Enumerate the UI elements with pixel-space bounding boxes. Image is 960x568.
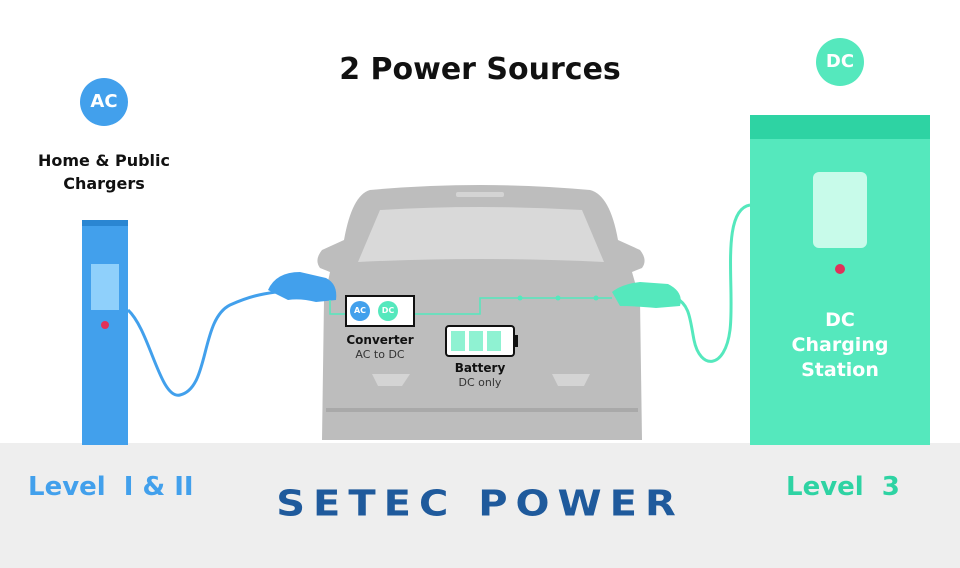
converter-dc-chip: DC (378, 301, 398, 321)
car-illustration (317, 185, 645, 440)
ac-plug (268, 272, 337, 302)
page-title: 2 Power Sources (339, 52, 621, 87)
dc-charging-station (750, 115, 930, 445)
car-left-vent (372, 374, 410, 386)
dc-badge: DC (816, 38, 864, 86)
battery-title: Battery (454, 361, 506, 375)
ac-level-label: Level I & II (28, 472, 194, 502)
car-right-vent (552, 374, 590, 386)
dc-station-label: DC Charging Station (791, 309, 889, 381)
converter-subtitle: AC to DC (355, 348, 405, 361)
converter-ac-chip: AC (350, 301, 370, 321)
car-windshield (358, 207, 604, 262)
setec-power-logo: SETEC POWER (276, 483, 684, 525)
battery-subtitle: DC only (458, 376, 502, 389)
ac-cable (126, 290, 277, 397)
car-bumper (326, 408, 638, 412)
ac-badge: AC (80, 78, 128, 126)
dc-plug (612, 282, 681, 308)
converter-title: Converter (346, 333, 414, 347)
battery-icon (445, 325, 518, 357)
wiring-dots (517, 295, 599, 301)
internal-wiring (329, 297, 612, 315)
ac-charger-pole (82, 220, 128, 445)
dc-level-label: Level 3 (786, 472, 900, 502)
dc-cable (675, 203, 751, 363)
car-roof-mark (456, 192, 504, 197)
ground-band (0, 443, 960, 568)
ac-source-label: Home & Public Chargers (37, 151, 171, 193)
